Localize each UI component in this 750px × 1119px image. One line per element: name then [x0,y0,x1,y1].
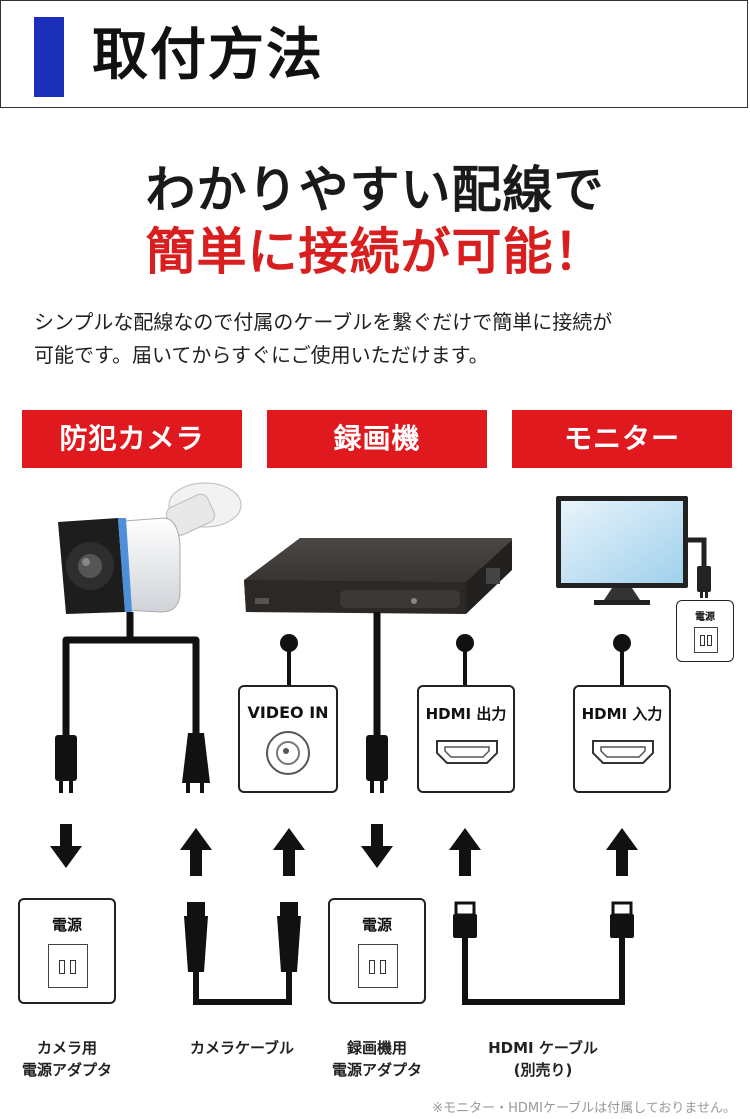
caption-line: (別売り) [513,1061,573,1079]
recorder-label: 録画機 [267,410,487,468]
camera-bnc-plug-icon [182,733,210,793]
description-line-1: シンプルな配線なので付属のケーブルを繋ぐだけで簡単に接続が [34,310,613,334]
security-camera-icon [58,482,242,614]
caption-line: HDMI ケーブル [488,1039,598,1057]
hdmi-out-port: HDMI 出力 [417,685,515,793]
header-accent-bar [34,17,64,97]
caption-line: 録画機用 [346,1039,407,1057]
caption-line: カメラ用 [36,1039,97,1057]
footnote: ※モニター・HDMIケーブルは付属しておりません。 [432,1101,736,1116]
hdmi-in-label: HDMI 入力 [581,705,663,723]
headline-line-2: 簡単に接続が可能！ [145,223,605,281]
camera-outlet-label: 電源 [51,916,82,934]
caption-line: 電源アダプタ [331,1061,422,1079]
hdmi-socket-icon [436,740,498,764]
monitor-outlet: 電源 [676,600,734,662]
outlet-socket-icon [694,627,718,653]
section-header [0,0,748,108]
recorder-power-outlet: 電源 [328,898,426,1004]
rca-jack-icon [266,731,310,775]
hdmi-socket-icon [592,740,654,764]
camera-power-outlet: 電源 [18,898,116,1004]
outlet-socket-icon [358,944,398,988]
hdmi-cable-icon [453,901,634,1005]
caption-camera-adapter: カメラ用 電源アダプタ [8,1037,126,1081]
camera-power-plug-icon [55,735,77,793]
video-in-port: VIDEO IN [238,685,338,793]
caption-camera-cable: カメラケーブル [189,1039,295,1057]
hdmi-out-label: HDMI 出力 [425,705,507,723]
camera-cable-icon [184,902,301,1005]
caption-hdmi-cable: HDMI ケーブル (別売り) [470,1037,616,1081]
recorder-outlet-label: 電源 [361,916,392,934]
monitor-outlet-label: 電源 [695,612,715,623]
recorder-power-plug-icon [366,735,388,793]
video-in-label: VIDEO IN [247,703,329,722]
hdmi-in-port: HDMI 入力 [573,685,671,793]
section-title: 取付方法 [92,23,324,88]
caption-line: 電源アダプタ [21,1061,112,1079]
caption-recorder-adapter: 録画機用 電源アダプタ [318,1037,436,1081]
outlet-socket-icon [48,944,88,988]
description-line-2: 可能です。届いてからすぐにご使用いただけます。 [34,343,489,367]
headline-line-1: わかりやすい配線で [145,161,605,219]
description: シンプルな配線なので付属のケーブルを繋ぐだけで簡単に接続が 可能です。届いてから… [34,306,724,372]
monitor-label: モニター [512,410,732,468]
monitor-icon [556,496,688,605]
camera-label: 防犯カメラ [22,410,242,468]
recorder-icon [244,538,512,614]
